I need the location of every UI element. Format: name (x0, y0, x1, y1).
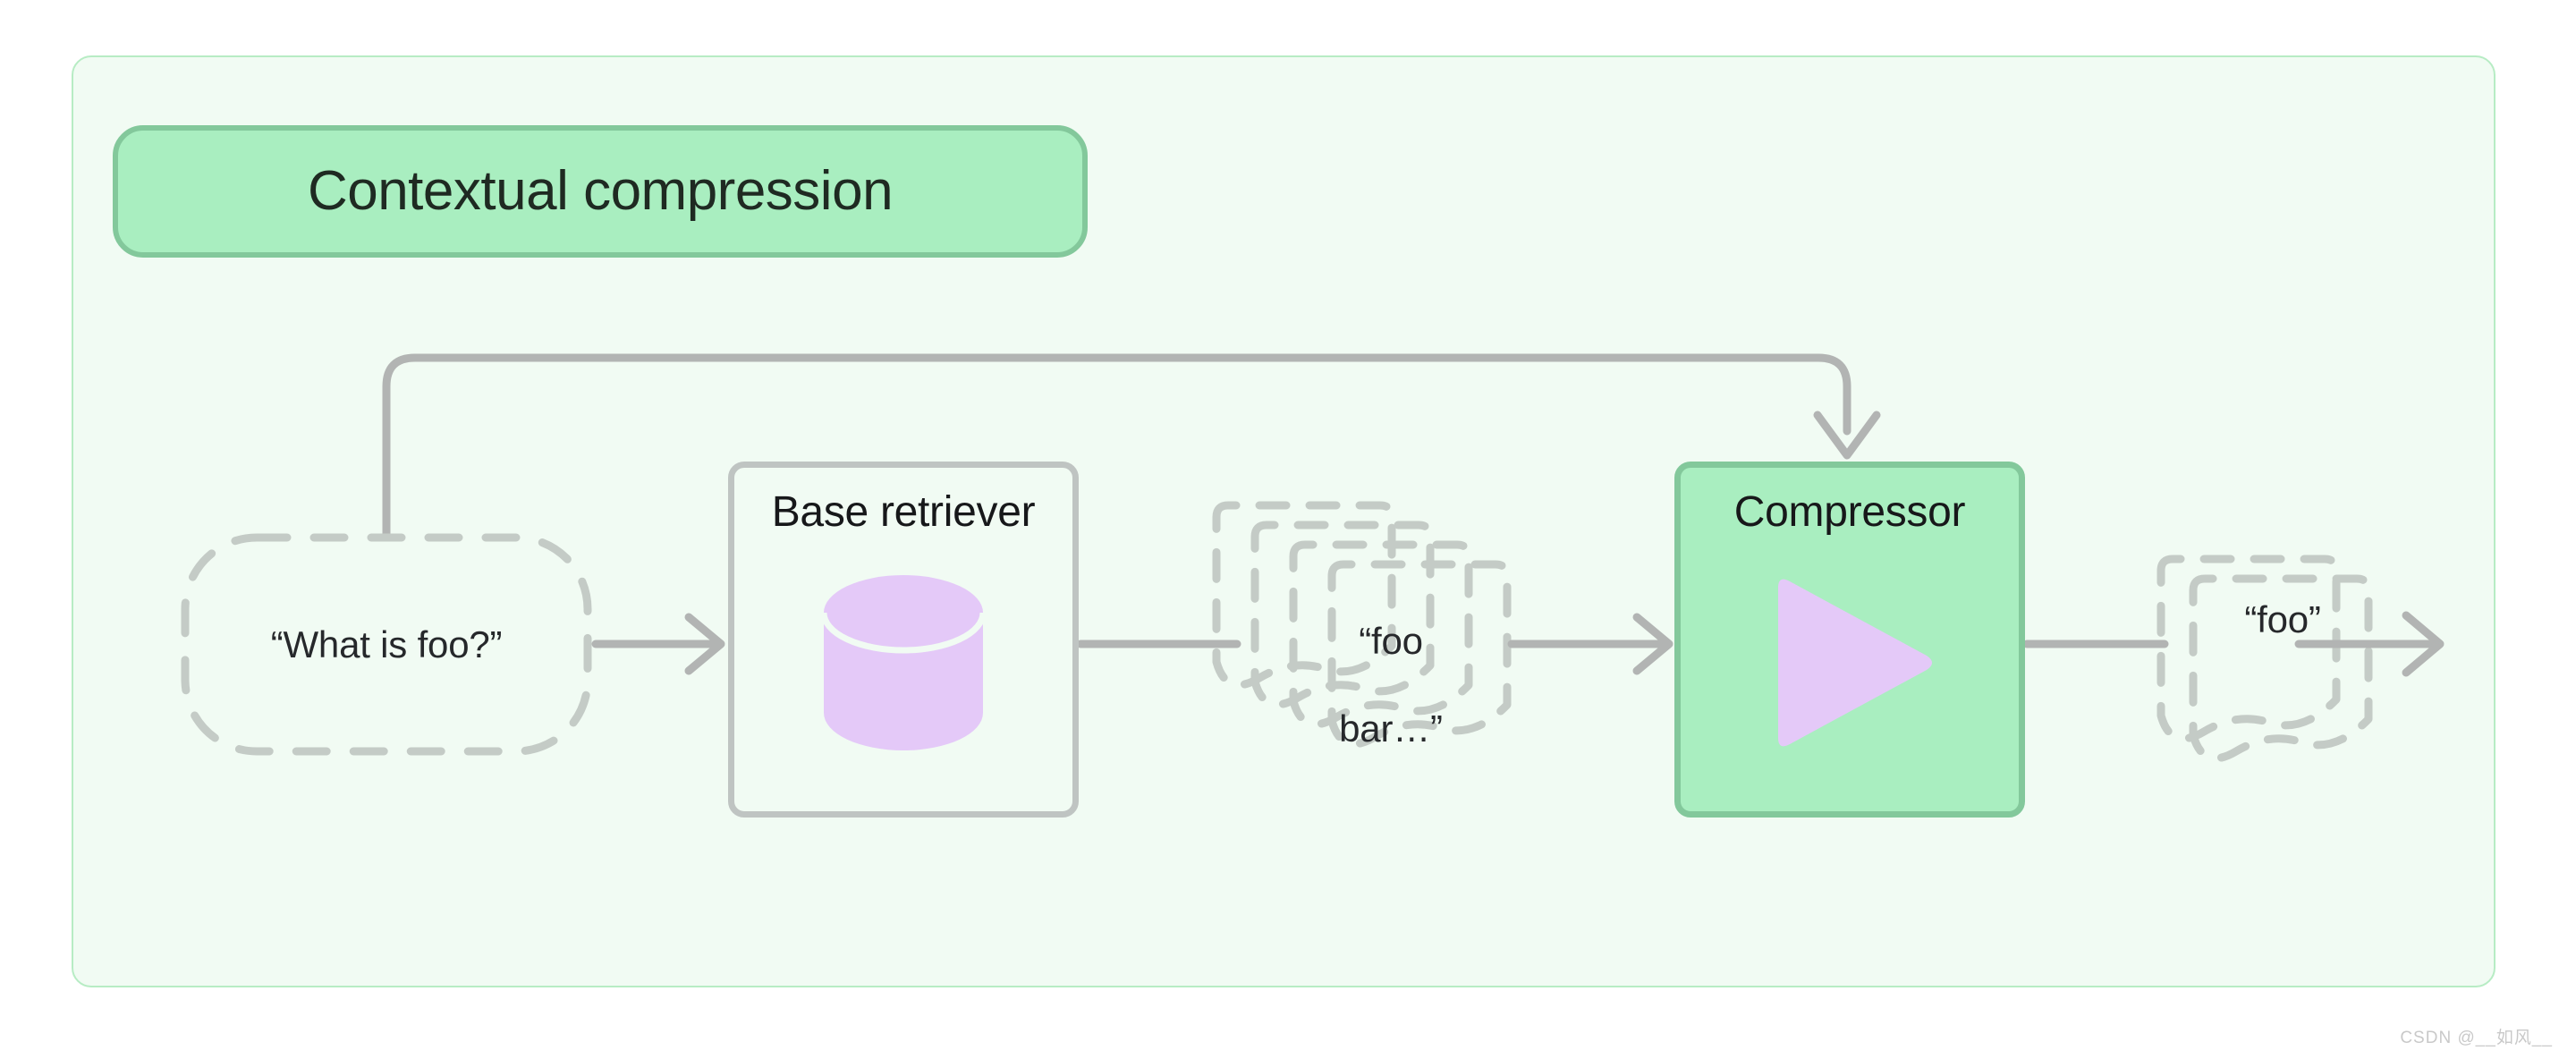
node-base-retriever[interactable]: Base retriever (728, 462, 1079, 818)
database-cylinder-icon (820, 575, 987, 750)
query-bubble: “What is foo?” (182, 534, 591, 755)
node-base-retriever-label: Base retriever (771, 488, 1036, 536)
retrieved-docs-label: “foo bar…” (1279, 597, 1503, 773)
node-compressor-label: Compressor (1733, 488, 1966, 536)
node-compressor-icon-slot (1681, 573, 2019, 752)
query-bubble-label: “What is foo?” (270, 623, 503, 665)
diagram-title-badge: Contextual compression (113, 125, 1088, 258)
retrieved-docs-label-line-1: “foo (1359, 620, 1423, 662)
node-base-retriever-icon-slot (734, 573, 1072, 752)
page-title: Contextual compression (307, 160, 894, 222)
compressed-docs-label: “foo” (2244, 598, 2321, 640)
play-triangle-icon (1778, 579, 1932, 747)
retrieved-docs-label-line-2: bar…” (1339, 707, 1443, 750)
node-compressor[interactable]: Compressor (1674, 462, 2025, 818)
watermark: CSDN @__如风__ (2400, 1029, 2553, 1047)
